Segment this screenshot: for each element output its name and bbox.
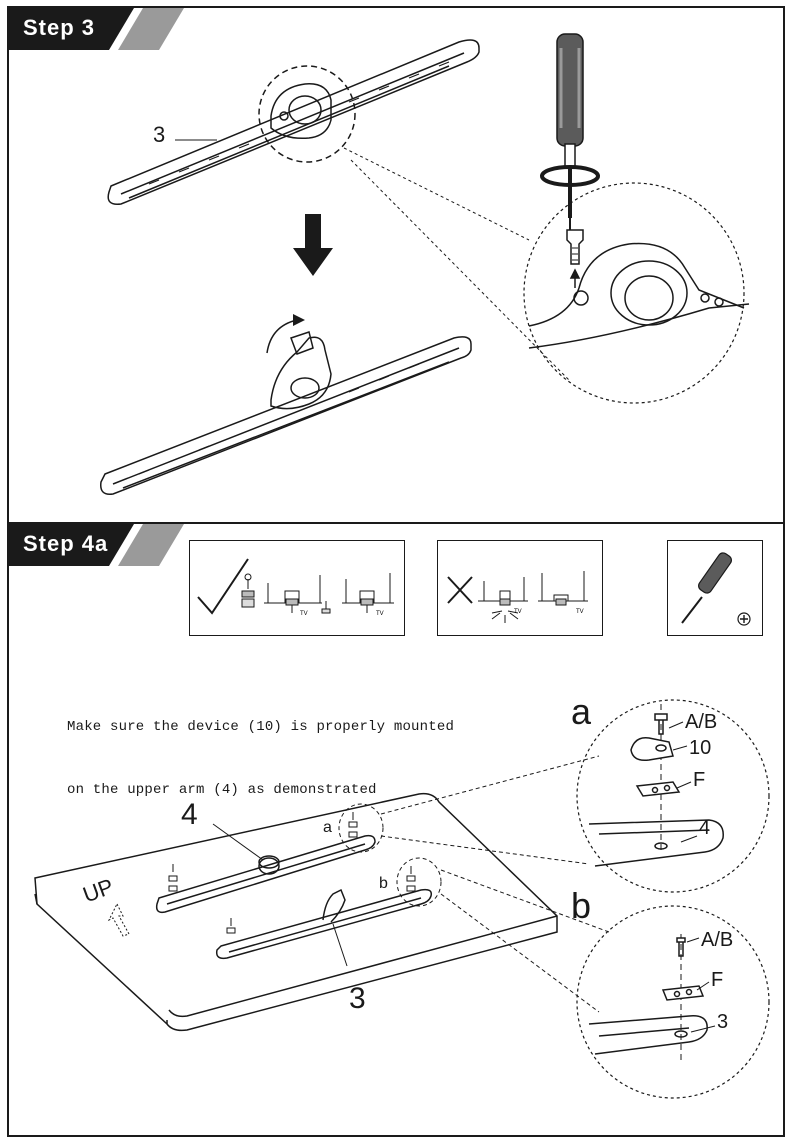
detail-b-arm-label: 3 — [717, 1011, 729, 1033]
arm-rail-top — [107, 39, 480, 205]
upper-arm-label: 4 — [181, 798, 198, 831]
step-4a-title: Step 4a — [23, 531, 109, 556]
point-a-label: a — [323, 819, 332, 836]
step-4a-illustration — [34, 699, 770, 1099]
cross-icon — [447, 576, 473, 604]
detail-b-screw-label: A/B — [701, 929, 734, 951]
detail-a-device-label: 10 — [689, 737, 712, 759]
phillips-head-icon — [737, 612, 751, 626]
step-3-panel: Step 3 — [7, 6, 785, 524]
detail-a-plate-label: F — [693, 769, 706, 791]
detail-b-letter: b — [571, 885, 592, 926]
tv-label-correct-2: TV — [376, 611, 384, 617]
wrong-mounting-diagram: TV TV — [447, 571, 588, 623]
detail-a-letter: a — [571, 691, 592, 732]
tv-label-wrong-2: TV — [576, 609, 584, 615]
tv-board — [34, 792, 558, 1032]
point-b-label: b — [379, 875, 388, 892]
detail-a-arm-label: 4 — [699, 817, 711, 839]
instruction-line-1: Make sure the device (10) is properly mo… — [67, 719, 455, 735]
detail-a-screw-label: A/B — [685, 711, 718, 733]
step-3-tag: Step 3 — [9, 8, 189, 50]
tool-box — [667, 540, 763, 636]
correct-mounting-diagram: TV TV — [197, 558, 394, 617]
check-icon — [197, 558, 249, 615]
step-4a-tag: Step 4a — [9, 524, 189, 566]
arrow-down-icon — [293, 214, 333, 276]
tv-label-wrong-1: TV — [514, 609, 522, 615]
wrong-mounting-box: TV TV — [437, 540, 603, 636]
detail-b-plate-label: F — [711, 969, 724, 991]
lower-arm-label: 3 — [349, 982, 366, 1015]
step-4a-panel: Step 4a TV TV — [7, 522, 785, 1137]
step-3-illustration — [100, 33, 750, 495]
instruction-line-2: on the upper arm (4) as demonstrated — [67, 782, 377, 798]
tv-label-correct-1: TV — [300, 611, 308, 617]
part-3-label: 3 — [153, 122, 166, 147]
step-3-title: Step 3 — [23, 15, 96, 40]
screwdriver-icon — [681, 552, 751, 626]
correct-mounting-box: TV TV — [189, 540, 405, 636]
instruction-text: Make sure the device (10) is properly mo… — [67, 675, 454, 843]
